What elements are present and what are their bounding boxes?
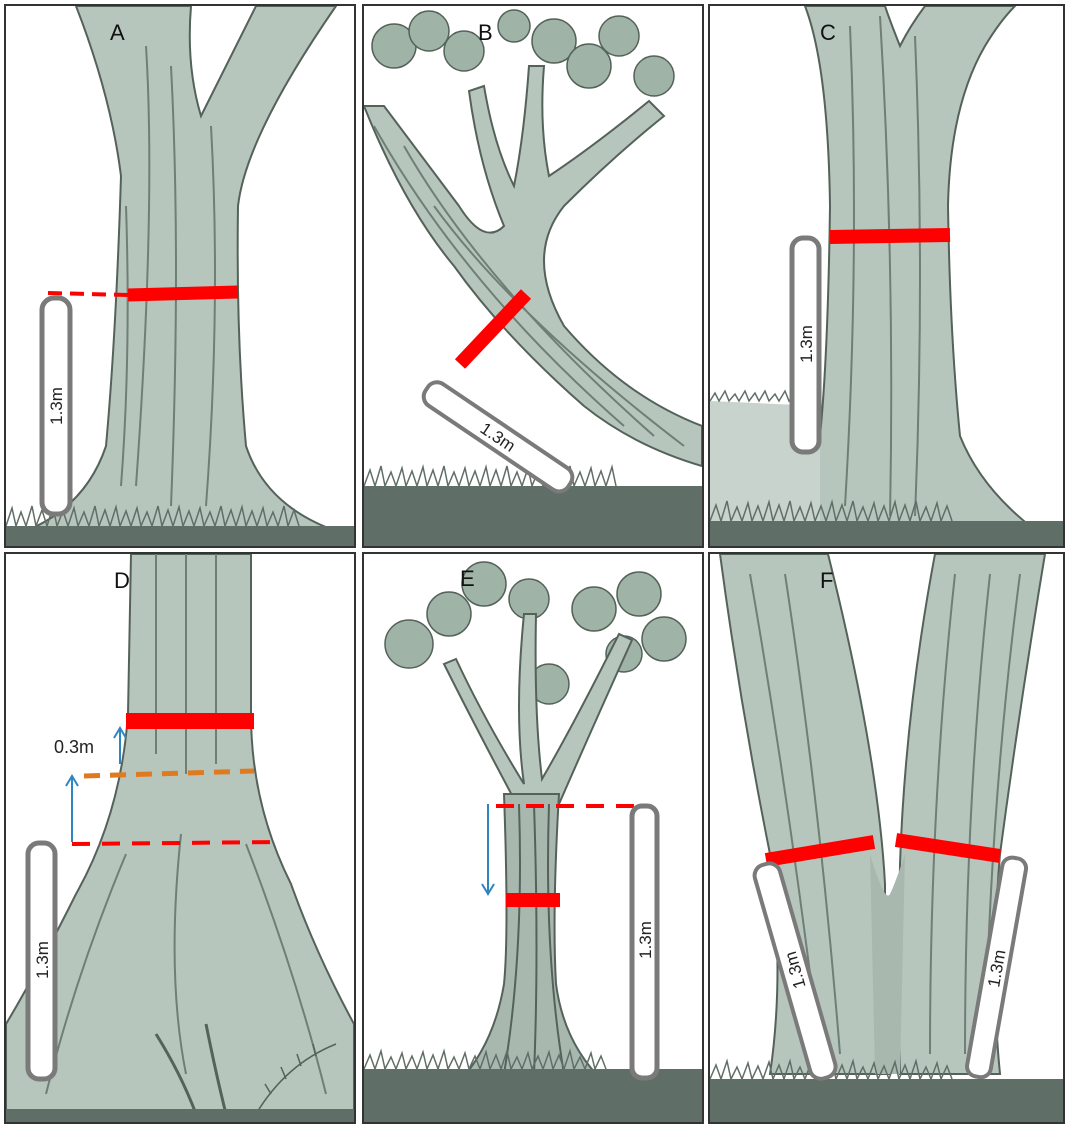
panel-a: 1.3m A [4,4,356,548]
panel-f: 1.3m 1.3m F [708,552,1065,1124]
down-arrow [482,804,494,894]
panel-a-drawing: 1.3m [6,6,354,546]
panel-d-drawing: 1.3m [6,554,354,1122]
panel-c-drawing: 1.3m [710,6,1063,546]
panel-b: 1.3m B [362,4,704,548]
pole-label: 1.3m [636,921,655,959]
leaning-trunk [364,66,702,466]
leaf-canopy [372,10,674,96]
measurement-tape [830,235,950,237]
tree-trunk [459,794,604,1082]
offset-label: 0.3m [54,737,94,758]
height-arrow [66,776,78,842]
panel-letter: C [820,20,836,46]
measurement-tape [128,292,238,295]
pole-label: 1.3m [797,325,816,363]
panel-b-drawing: 1.3m [364,6,702,546]
tree-branches [444,614,632,804]
panel-d: 1.3m D 0.3m [4,552,356,1124]
panel-e: 1.3m E [362,552,704,1124]
panel-letter: E [460,566,475,592]
panel-letter: B [478,20,493,46]
panel-e-drawing: 1.3m [364,554,702,1122]
right-stem [899,554,1045,1074]
panel-letter: F [820,568,833,594]
pole-label: 1.3m [33,941,52,979]
panel-f-drawing: 1.3m 1.3m [710,554,1063,1122]
panel-letter: D [114,568,130,594]
pole-label: 1.3m [47,387,66,425]
panel-letter: A [110,20,125,46]
panel-c: 1.3m C [708,4,1065,548]
breast-height-dash [48,293,128,295]
